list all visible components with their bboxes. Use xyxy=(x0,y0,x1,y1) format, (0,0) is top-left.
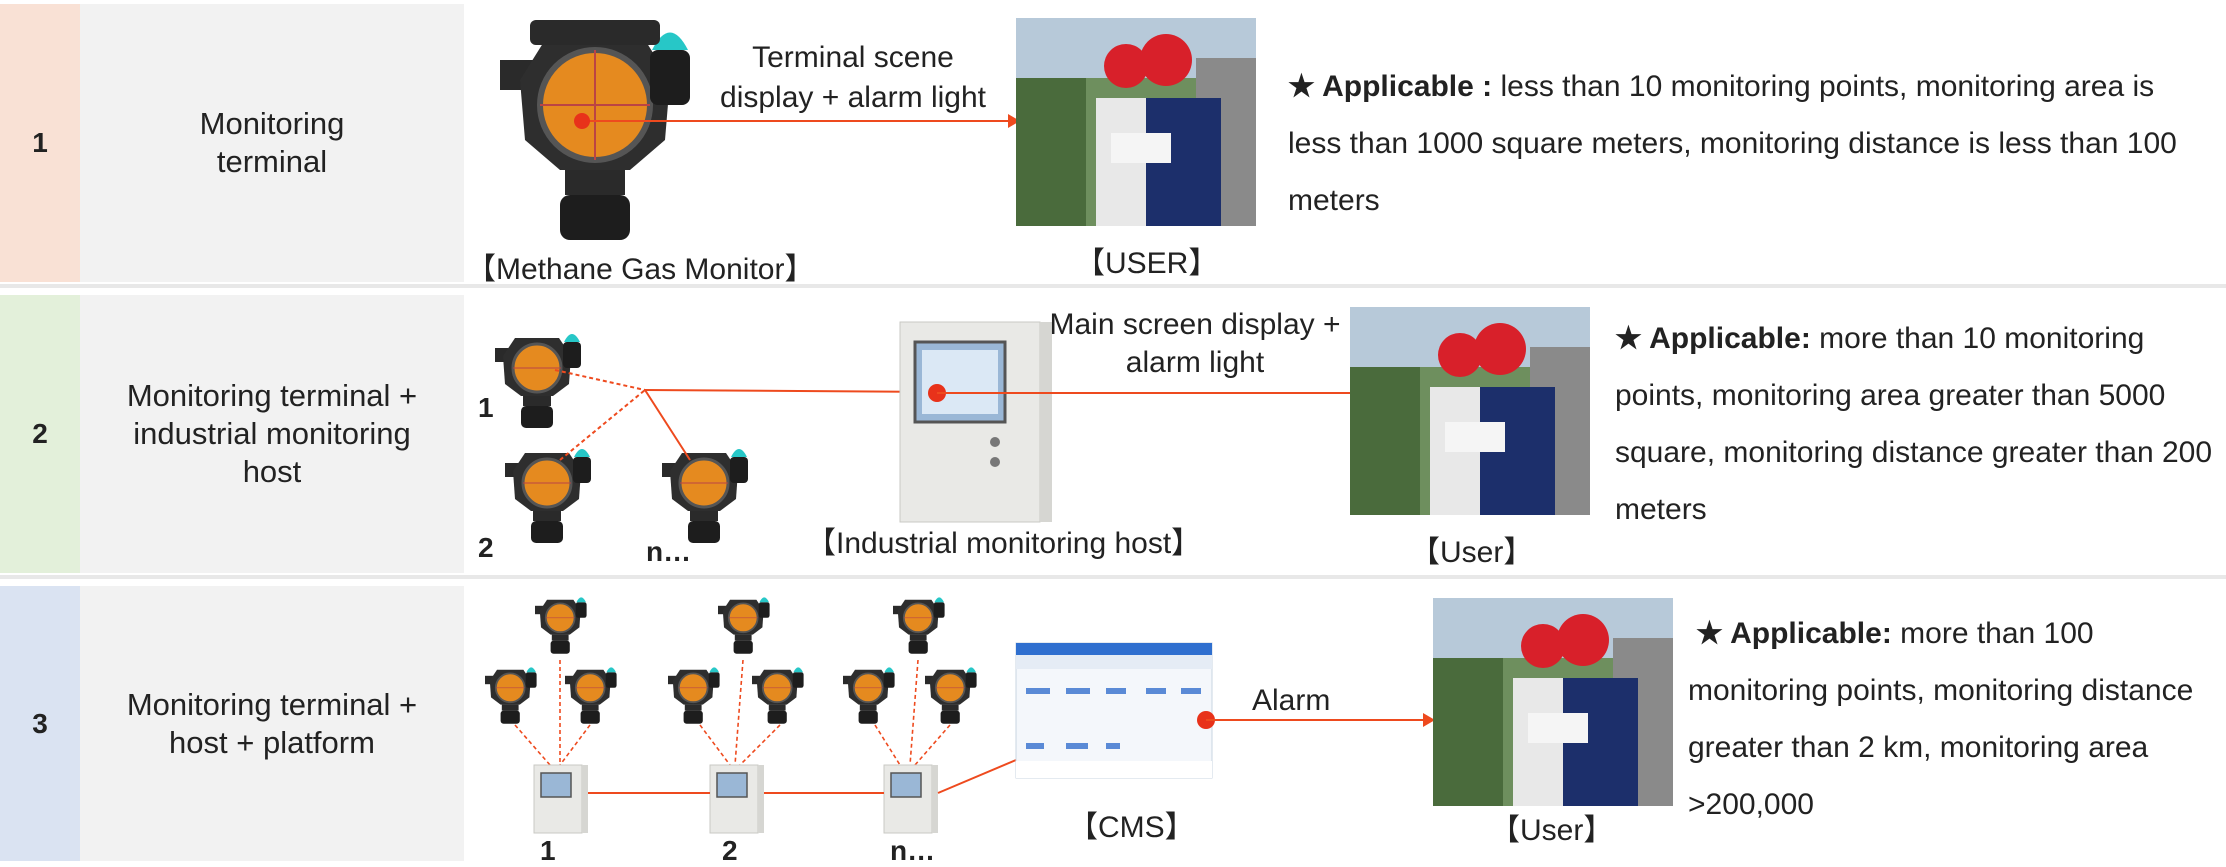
user-photo xyxy=(1016,18,1256,226)
gas-monitor-device-icon xyxy=(500,20,690,240)
row-number: 2 xyxy=(0,295,80,573)
host-label: 【Industrial monitoring host】 xyxy=(806,527,1202,560)
user-photo xyxy=(1433,598,1673,806)
row-type-label: Monitoring terminal + industrial monitor… xyxy=(80,295,464,573)
applicable-title: ★ Applicable : xyxy=(1288,70,1493,103)
host-icon xyxy=(533,764,589,834)
cms-label: 【CMS】 xyxy=(1068,811,1195,844)
user-label: 【USER】 xyxy=(1075,247,1219,280)
applicable-text: more than 100 monitoring points, monitor… xyxy=(1688,617,2194,821)
host-label-2: 2 xyxy=(722,835,738,866)
terminal-label-n: n… xyxy=(646,536,692,567)
row-type-label: Monitoring terminal xyxy=(80,4,464,282)
applicable-note: ★ Applicable: more than 10 monitoring po… xyxy=(1615,310,2215,538)
host-icon xyxy=(709,764,765,834)
industrial-host-icon xyxy=(899,321,1052,523)
host-label-1: 1 xyxy=(540,835,556,866)
applicable-text: less than 10 monitoring points, monitori… xyxy=(1288,70,2177,217)
applicable-title: ★ Applicable: xyxy=(1696,617,1892,650)
row-type-label: Monitoring terminal + host + platform xyxy=(80,586,464,861)
applicable-note: ★ Applicable: more than 100 monitoring p… xyxy=(1688,605,2223,833)
terminal-label-2: 2 xyxy=(478,532,494,563)
row-2: 2 Monitoring terminal + industrial monit… xyxy=(0,295,2226,573)
applicable-text: more than 10 monitoring points, monitori… xyxy=(1615,322,2213,526)
row-1: 1 Monitoring terminal xyxy=(0,4,2226,282)
connection-label: Terminal scene display + alarm light xyxy=(720,41,986,114)
user-photo xyxy=(1350,307,1590,515)
connection-label: Alarm xyxy=(1252,684,1331,717)
applicable-note: ★ Applicable : less than 10 monitoring p… xyxy=(1288,58,2208,229)
user-label: 【User】 xyxy=(1410,536,1534,569)
connection-label: Main screen display + alarm light xyxy=(1049,308,1341,379)
device-label: 【Methane Gas Monitor】 xyxy=(466,253,815,286)
host-icon xyxy=(883,764,939,834)
user-label: 【User】 xyxy=(1490,814,1614,847)
cms-screen-icon xyxy=(1015,642,1213,779)
terminal-label-1: 1 xyxy=(478,392,494,423)
row-content xyxy=(464,4,2226,282)
row-number: 3 xyxy=(0,586,80,861)
row-content xyxy=(464,295,2226,573)
applicable-title: ★ Applicable: xyxy=(1615,322,1811,355)
row-number: 1 xyxy=(0,4,80,282)
row-3: 3 Monitoring terminal + host + platform xyxy=(0,586,2226,861)
host-label-n: n… xyxy=(890,835,936,866)
